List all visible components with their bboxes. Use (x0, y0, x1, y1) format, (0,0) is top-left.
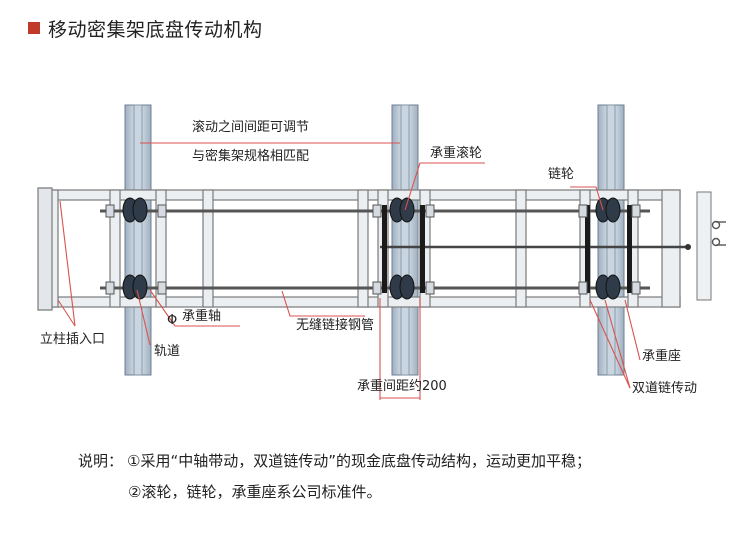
note-line-2: ②滚轮，链轮，承重座系公司标准件。 (128, 481, 381, 502)
note-line-1: 说明：①采用“中轴带动，双道链传动”的现金底盘传动结构，运动更加平稳； (78, 450, 591, 471)
page-title: 移动密集架底盘传动机构 (48, 18, 263, 41)
note-prefix: 说明： (78, 452, 124, 470)
header: 移动密集架底盘传动机构 (28, 14, 263, 42)
roller-label: 承重滚轮 (430, 145, 482, 161)
sprockets (382, 205, 632, 293)
pipe-label: 无缝链接钢管 (296, 317, 374, 333)
rail-label: 轨道 (154, 344, 180, 359)
rollers (122, 197, 621, 300)
post-socket-label: 立柱插入口 (40, 332, 105, 347)
note-text-1: ①采用“中轴带动，双道链传动”的现金底盘传动结构，运动更加平稳； (127, 452, 592, 470)
bearing-seat-label: 承重座 (642, 348, 681, 364)
gap-label-line1: 滚动之间间距可调节 (192, 119, 309, 135)
gap-label-line2: 与密集架规格相匹配 (192, 148, 309, 164)
crank-handle-icon (685, 191, 726, 301)
sprocket-label: 链轮 (548, 167, 574, 182)
spacing-label: 承重间距约200 (357, 378, 447, 394)
dual-chain-label: 双道链传动 (632, 381, 697, 396)
rails (124, 104, 625, 376)
axle-label: 承重轴 (182, 308, 221, 324)
title-marker-icon (28, 22, 40, 34)
axle-symbol: Φ (167, 313, 177, 328)
bearing-seats (105, 204, 641, 295)
note-text-2: ②滚轮，链轮，承重座系公司标准件。 (128, 483, 382, 501)
leader-lines (57, 142, 641, 400)
